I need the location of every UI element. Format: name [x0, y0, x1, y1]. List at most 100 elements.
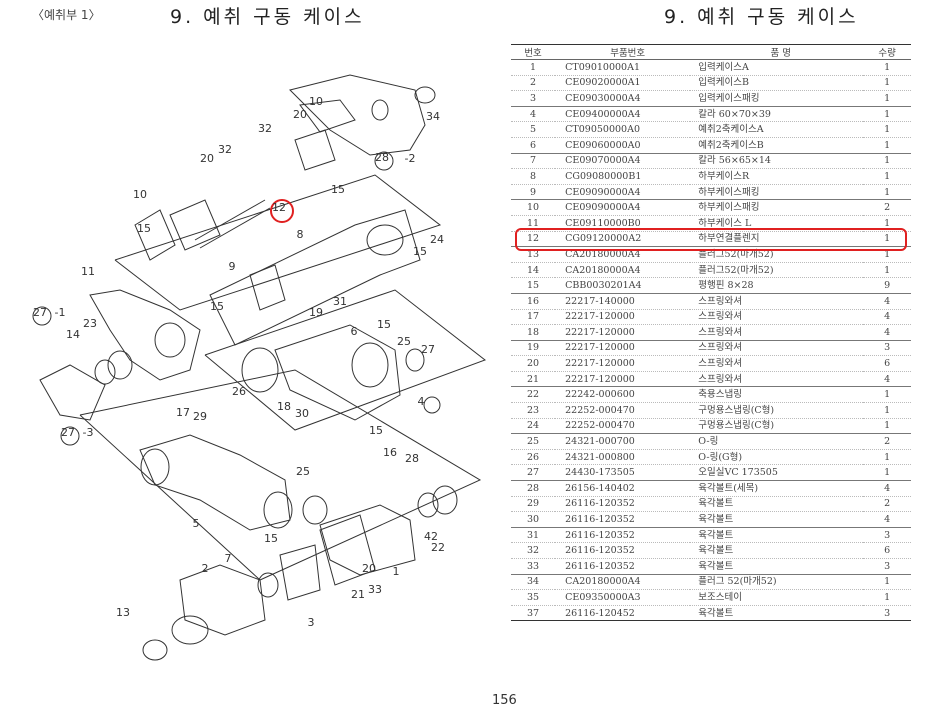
cell-part-number: CT09010000A1	[555, 59, 691, 76]
callout-label: 16	[383, 446, 397, 459]
callout-label: 12	[272, 201, 286, 214]
col-header-part-number: 부품번호	[555, 44, 691, 60]
cell-no: 24	[511, 418, 556, 435]
cell-no: 8	[511, 168, 556, 185]
cell-part-number: 26116-120352	[555, 526, 691, 544]
callout-label: 23	[83, 317, 97, 330]
cell-qty: 1	[863, 184, 911, 201]
col-header-qty: 수량	[863, 44, 911, 60]
callout-label: 32	[258, 122, 272, 135]
cell-qty: 1	[863, 121, 911, 138]
callout-label: 21	[351, 588, 365, 601]
cell-qty: 2	[863, 496, 911, 513]
callout-label: 11	[81, 265, 95, 278]
cell-part-name: 구멍용스냅링(C형)	[690, 418, 864, 435]
callout-label: -1	[55, 306, 66, 319]
cell-part-name: 스프링와셔	[690, 339, 864, 357]
callout-label: 26	[232, 385, 246, 398]
cell-part-name: 하부케이스패킹	[690, 184, 864, 201]
cell-part-number: 26116-120352	[555, 558, 691, 575]
cell-part-name: 플러그52(마개52)	[690, 262, 864, 279]
cell-part-number: CE09070000A4	[555, 152, 691, 170]
cell-part-number: CE09090000A4	[555, 199, 691, 216]
cell-no: 3	[511, 90, 556, 107]
cell-no: 37	[511, 605, 556, 622]
cell-no: 19	[511, 339, 556, 357]
callout-label: 29	[193, 410, 207, 423]
cell-qty: 1	[863, 59, 911, 76]
callout-label: 3	[308, 616, 315, 629]
cell-part-number: CA20180000A4	[555, 262, 691, 279]
cell-part-number: CBB0030201A4	[555, 277, 691, 294]
cell-part-name: O-링(G형)	[690, 449, 864, 466]
page-number: 156	[492, 693, 517, 708]
cell-qty: 4	[863, 324, 911, 341]
callout-label: 8	[297, 228, 304, 241]
cell-part-number: 22252-000470	[555, 418, 691, 435]
cell-part-number: CT09050000A0	[555, 121, 691, 138]
cell-part-name: 육각볼트	[690, 558, 864, 575]
callout-label: 15	[210, 300, 224, 313]
cell-part-name: 보조스테이	[690, 589, 864, 606]
callout-label: 6	[351, 325, 358, 338]
cell-qty: 1	[863, 402, 911, 419]
cell-part-number: 22252-000470	[555, 402, 691, 419]
cell-part-name: 스프링와셔	[690, 292, 864, 310]
cell-part-name: 입력케이스B	[690, 75, 864, 92]
cell-no: 33	[511, 558, 556, 575]
cell-part-name: 육각볼트	[690, 542, 864, 559]
cell-part-number: 24321-000700	[555, 433, 691, 450]
cell-part-number: 22217-120000	[555, 355, 691, 372]
cell-part-number: 26116-120352	[555, 511, 691, 528]
callout-label: 22	[431, 541, 445, 554]
cell-qty: 1	[863, 75, 911, 92]
cell-qty: 1	[863, 105, 911, 123]
callout-label: 32	[218, 143, 232, 156]
cell-no: 30	[511, 511, 556, 528]
cell-part-name: 입력케이스패킹	[690, 90, 864, 107]
cell-no: 9	[511, 184, 556, 201]
appendix-label: 〈예취부 1〉	[32, 8, 101, 22]
callout-label: 24	[430, 233, 444, 246]
cell-part-name: 스프링와셔	[690, 355, 864, 372]
cell-part-name: 구멍용스냅링(C형)	[690, 402, 864, 419]
cell-no: 2	[511, 75, 556, 92]
cell-no: 15	[511, 277, 556, 294]
callout-label: 28	[405, 452, 419, 465]
callout-label: 20	[362, 562, 376, 575]
cell-part-number: 26116-120352	[555, 542, 691, 559]
cell-part-number: CE09060000A0	[555, 137, 691, 154]
cell-no: 7	[511, 152, 556, 170]
cell-no: 16	[511, 292, 556, 310]
cell-part-number: 22217-120000	[555, 309, 691, 326]
cell-part-number: 22217-120000	[555, 371, 691, 388]
callout-label: 30	[295, 407, 309, 420]
cell-part-number: CE09400000A4	[555, 105, 691, 123]
cell-no: 1	[511, 59, 556, 76]
callout-label: 10	[133, 188, 147, 201]
callout-label: 7	[225, 552, 232, 565]
callout-label: 2	[202, 562, 209, 575]
cell-qty: 1	[863, 464, 911, 482]
cell-no: 35	[511, 589, 556, 606]
cell-no: 10	[511, 199, 556, 216]
cell-part-number: CE09030000A4	[555, 90, 691, 107]
row-12-highlight	[515, 228, 907, 251]
cell-no: 29	[511, 496, 556, 513]
cell-part-name: 입력케이스A	[690, 59, 864, 76]
